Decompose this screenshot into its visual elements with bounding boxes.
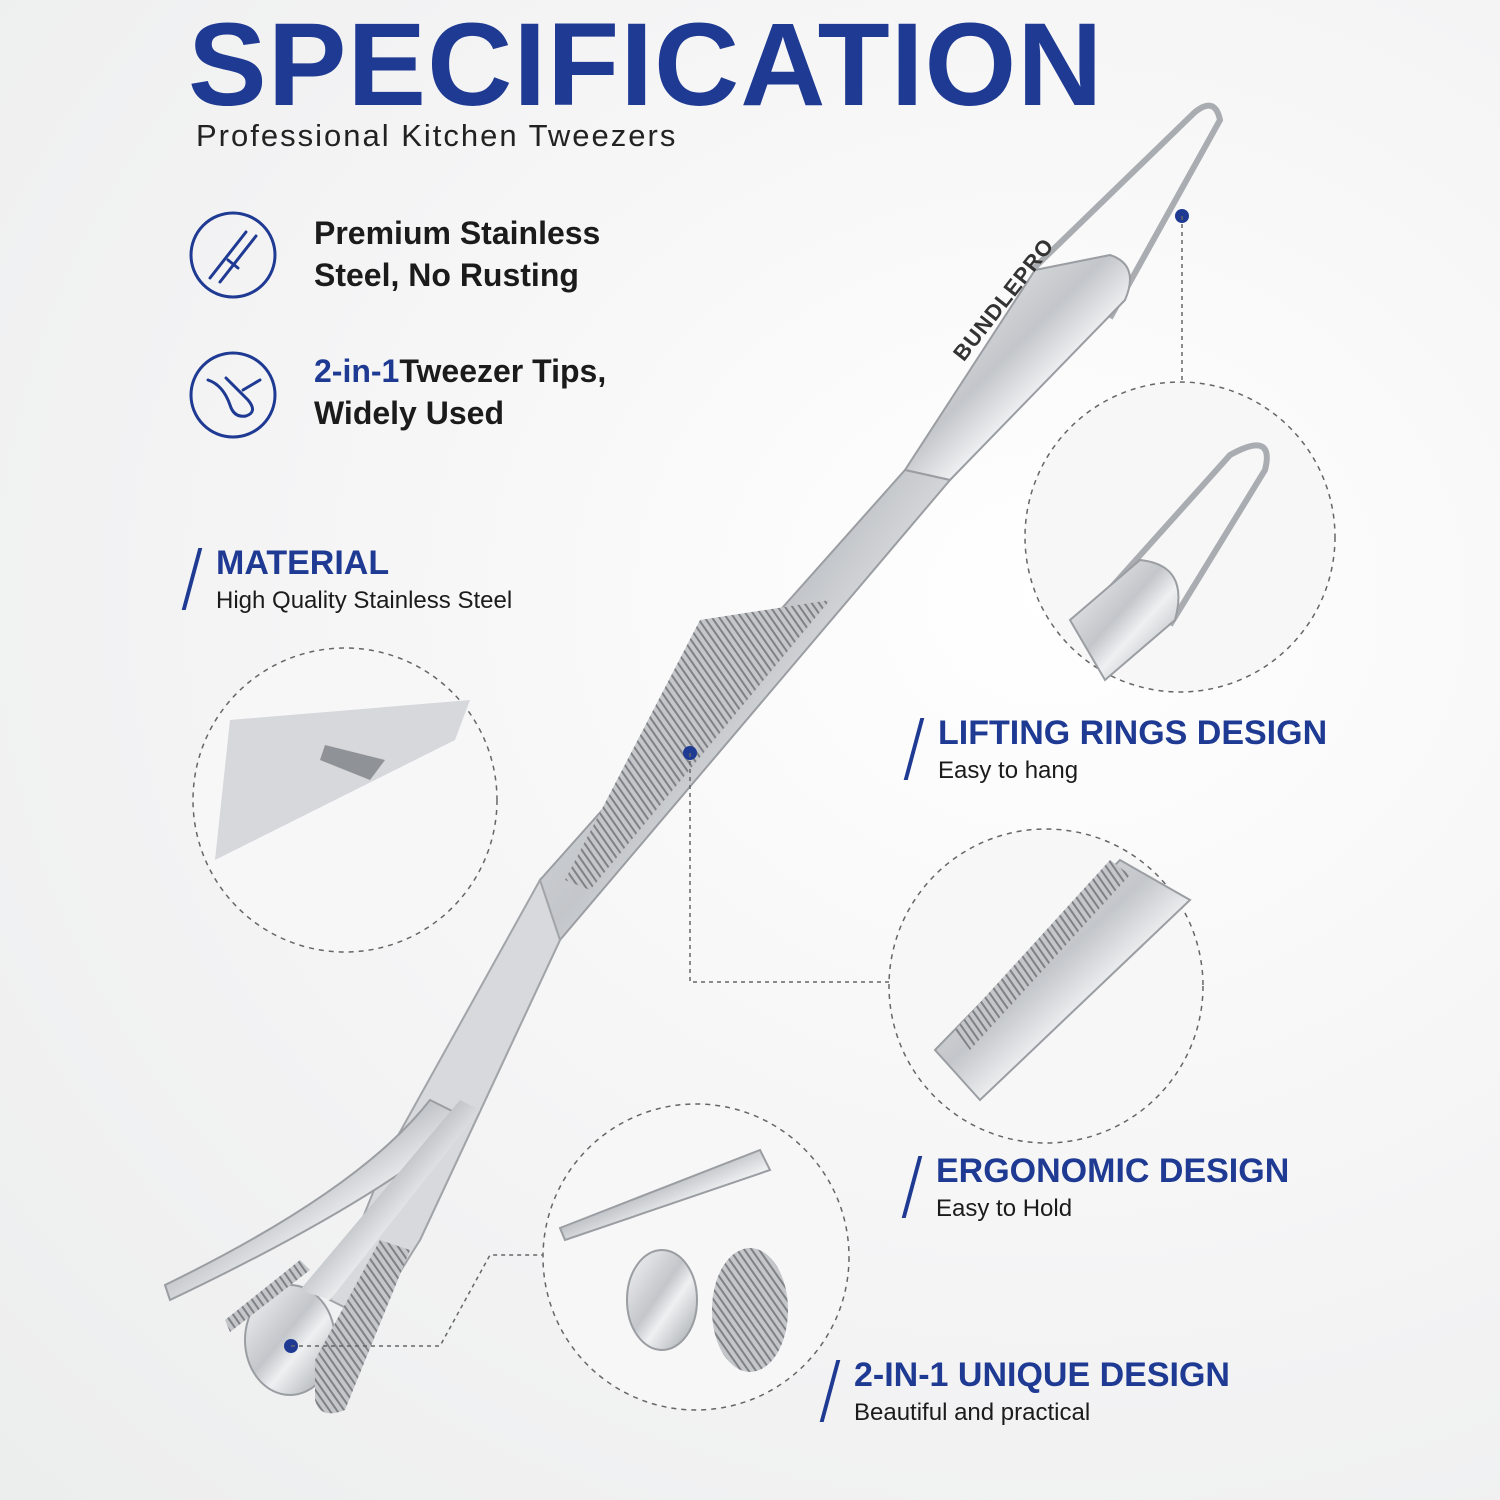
feature-tips-line1: 2-in-1Tweezer Tips, bbox=[314, 350, 606, 392]
callout-unique: 2-IN-1 UNIQUE DESIGN Beautiful and pract… bbox=[854, 1356, 1230, 1427]
stainless-steel-icon bbox=[189, 211, 277, 299]
feature-stainless-line2: Steel, No Rusting bbox=[314, 257, 579, 293]
feature-stainless-line1: Premium Stainless bbox=[314, 215, 601, 251]
callout-ergonomic: ERGONOMIC DESIGN Easy to Hold bbox=[936, 1152, 1289, 1223]
feature-tips-line2: Widely Used bbox=[314, 395, 504, 431]
callout-material: MATERIAL High Quality Stainless Steel bbox=[216, 544, 512, 615]
lifting-sub: Easy to hang bbox=[938, 757, 1079, 784]
ergonomic-title: ERGONOMIC DESIGN bbox=[936, 1152, 1290, 1190]
unique-sub: Beautiful and practical bbox=[854, 1399, 1091, 1426]
ergonomic-sub: Easy to Hold bbox=[936, 1195, 1073, 1222]
callout-lifting: LIFTING RINGS DESIGN Easy to hang bbox=[938, 714, 1327, 785]
material-sub: High Quality Stainless Steel bbox=[216, 587, 513, 614]
lifting-title: LIFTING RINGS DESIGN bbox=[938, 714, 1328, 752]
feature-tips-accent: 2-in-1 bbox=[314, 353, 400, 389]
material-title: MATERIAL bbox=[216, 544, 390, 582]
page-title: SPECIFICATION bbox=[188, 0, 1104, 131]
page-subtitle: Professional Kitchen Tweezers bbox=[196, 118, 678, 153]
tweezer-tips-icon bbox=[189, 351, 277, 439]
feature-tips-line1-rest: Tweezer Tips, bbox=[399, 353, 607, 389]
unique-title: 2-IN-1 UNIQUE DESIGN bbox=[854, 1356, 1230, 1394]
feature-stainless: Premium Stainless Steel, No Rusting bbox=[314, 212, 600, 296]
feature-tips: 2-in-1Tweezer Tips, Widely Used bbox=[314, 350, 606, 434]
